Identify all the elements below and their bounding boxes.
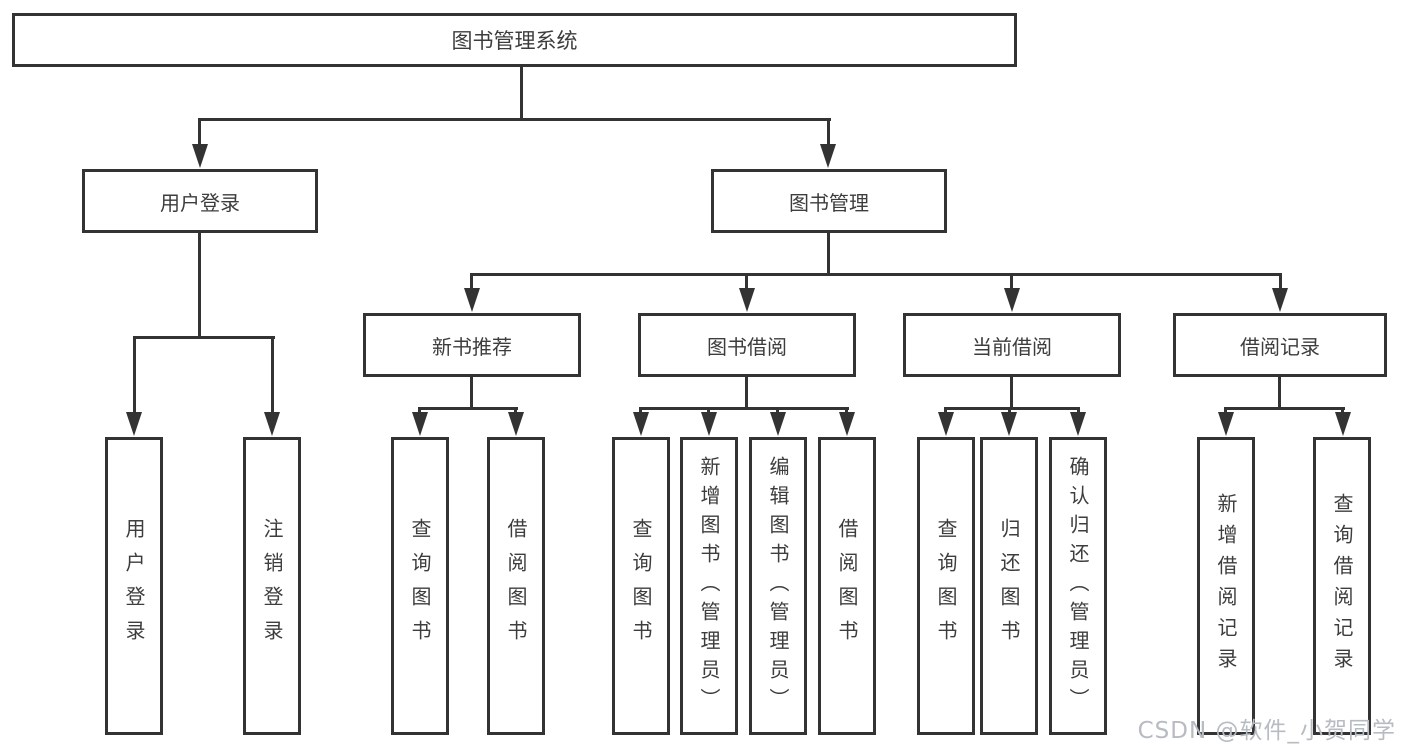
arrow-down-icon — [770, 412, 786, 436]
leaf-cb-query-books: 查询图书 — [917, 437, 975, 735]
arrow-down-icon — [1001, 412, 1017, 436]
node-root-system-label: 图书管理系统 — [451, 29, 578, 53]
node-borrowing-records: 借阅记录 — [1173, 313, 1387, 377]
edge-borrowrec-stem — [1279, 273, 1282, 292]
node-borrowing-records-label: 借阅记录 — [1240, 334, 1320, 359]
leaf-logout-label: 注销登录 — [260, 518, 284, 654]
node-current-borrowing: 当前借阅 — [903, 313, 1121, 377]
edge-userlogin-rail — [134, 336, 275, 339]
leaf-nbr-borrow-books-label: 借阅图书 — [504, 518, 528, 654]
edge-nbr-stem — [470, 377, 473, 409]
arrow-down-icon — [1070, 412, 1086, 436]
edge-nbr-borrow-stem — [514, 407, 517, 415]
arrow-down-icon — [126, 412, 142, 436]
node-new-book-recommend: 新书推荐 — [363, 313, 581, 377]
arrow-down-icon — [1004, 288, 1020, 312]
edge-cb-query-stem — [944, 407, 947, 415]
leaf-cb-return-books: 归还图书 — [980, 437, 1038, 735]
leaf-bb-edit-books-admin-label: 编辑图书（管理员） — [766, 455, 790, 717]
node-user-login: 用户登录 — [82, 169, 318, 233]
arrow-down-icon — [938, 412, 954, 436]
edge-cb-stem — [1010, 377, 1013, 409]
arrow-down-icon — [839, 412, 855, 436]
leaf-bb-add-books-admin: 新增图书（管理员） — [680, 437, 738, 735]
leaf-bb-borrow-books-label: 借阅图书 — [835, 518, 859, 654]
leaf-cb-query-books-label: 查询图书 — [934, 518, 958, 654]
edge-bookborrow-stem — [745, 273, 748, 292]
edge-bb-stem — [745, 377, 748, 409]
arrow-down-icon — [264, 412, 280, 436]
edge-bb-edit-stem — [776, 407, 779, 415]
node-root-system: 图书管理系统 — [12, 13, 1017, 67]
edge-ul-logout-stem — [271, 336, 274, 415]
leaf-cb-confirm-return-admin-label: 确认归还（管理员） — [1066, 455, 1090, 717]
node-current-borrowing-label: 当前借阅 — [972, 334, 1052, 359]
leaf-nbr-borrow-books: 借阅图书 — [487, 437, 545, 735]
edge-curborrow-stem — [1010, 273, 1013, 292]
leaf-br-add-record: 新增借阅记录 — [1197, 437, 1255, 735]
edge-root-bookmgmt-stem — [827, 118, 830, 147]
edge-root-userlogin-stem — [198, 118, 201, 147]
edge-nbr-rail — [419, 407, 518, 410]
arrow-down-icon — [1218, 412, 1234, 436]
edge-bookmgmt-rail — [470, 273, 1282, 276]
edge-userlogin-stem — [198, 233, 201, 338]
edge-newbookrec-stem — [470, 273, 473, 292]
node-book-management: 图书管理 — [711, 169, 947, 233]
edge-bb-borrow-stem — [845, 407, 848, 415]
arrow-down-icon — [1335, 412, 1351, 436]
leaf-nbr-query-books: 查询图书 — [391, 437, 449, 735]
arrow-down-icon — [192, 144, 208, 168]
edge-br-add-stem — [1224, 407, 1227, 415]
leaf-br-query-record: 查询借阅记录 — [1313, 437, 1371, 735]
edge-bookmgmt-stem — [827, 233, 830, 275]
leaf-bb-edit-books-admin: 编辑图书（管理员） — [749, 437, 807, 735]
leaf-user-login: 用户登录 — [105, 437, 163, 735]
leaf-br-add-record-label: 新增借阅记录 — [1214, 493, 1238, 679]
arrow-down-icon — [508, 412, 524, 436]
leaf-bb-query-books-label: 查询图书 — [629, 518, 653, 654]
leaf-bb-borrow-books: 借阅图书 — [818, 437, 876, 735]
edge-br-stem — [1278, 377, 1281, 409]
node-book-borrowing: 图书借阅 — [638, 313, 856, 377]
edge-cb-rail — [945, 407, 1079, 410]
arrow-down-icon — [412, 412, 428, 436]
leaf-bb-add-books-admin-label: 新增图书（管理员） — [697, 455, 721, 717]
node-user-login-label: 用户登录 — [160, 190, 240, 215]
leaf-user-login-label: 用户登录 — [122, 518, 146, 654]
edge-root-stem — [520, 66, 523, 120]
arrow-down-icon — [701, 412, 717, 436]
arrow-down-icon — [739, 288, 755, 312]
leaf-cb-confirm-return-admin: 确认归还（管理员） — [1049, 437, 1107, 735]
node-book-borrowing-label: 图书借阅 — [707, 334, 787, 359]
csdn-watermark: CSDN @软件_小贺同学 — [1137, 718, 1396, 744]
edge-cb-return-stem — [1008, 407, 1011, 415]
edge-br-query-stem — [1341, 407, 1344, 415]
leaf-nbr-query-books-label: 查询图书 — [408, 518, 432, 654]
leaf-br-query-record-label: 查询借阅记录 — [1330, 493, 1354, 679]
edge-bb-rail — [640, 407, 849, 410]
edge-bb-query-stem — [639, 407, 642, 415]
leaf-bb-query-books: 查询图书 — [612, 437, 670, 735]
node-new-book-recommend-label: 新书推荐 — [432, 334, 512, 359]
edge-ul-login-stem — [133, 336, 136, 415]
edge-bb-add-stem — [707, 407, 710, 415]
leaf-cb-return-books-label: 归还图书 — [997, 518, 1021, 654]
edge-cb-confirm-stem — [1077, 407, 1080, 415]
edge-nbr-query-stem — [418, 407, 421, 415]
edge-br-rail — [1225, 407, 1345, 410]
leaf-logout: 注销登录 — [243, 437, 301, 735]
arrow-down-icon — [633, 412, 649, 436]
arrow-down-icon — [820, 144, 836, 168]
edge-root-rail — [198, 118, 831, 121]
arrow-down-icon — [464, 288, 480, 312]
arrow-down-icon — [1272, 288, 1288, 312]
node-book-management-label: 图书管理 — [789, 190, 869, 215]
